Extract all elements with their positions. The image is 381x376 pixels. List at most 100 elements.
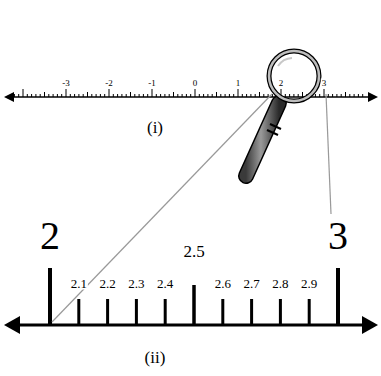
tick-label: 2.8 (271, 277, 289, 290)
tick-mark (61, 94, 62, 97)
tick-mark (160, 94, 161, 97)
tick-mark (96, 94, 97, 97)
number-line-top (4, 89, 378, 102)
minor-tick (279, 299, 282, 325)
tick-mark (242, 94, 243, 97)
tick-mark (203, 94, 204, 97)
tick-mark (57, 94, 58, 97)
tick-mark (152, 89, 153, 97)
tick-mark (250, 94, 251, 97)
tick-mark (298, 94, 299, 97)
tick-label: 2.7 (242, 277, 260, 290)
tick-mark (285, 94, 286, 97)
half-tick (192, 285, 196, 325)
tick-mark (134, 94, 135, 97)
tick-mark (126, 94, 127, 97)
tick-label: 3 (321, 79, 328, 88)
tick-label: -1 (147, 79, 157, 88)
tick-label: 2.9 (300, 277, 318, 290)
line-caption: (ii) (144, 349, 167, 366)
tick-label: 2.4 (156, 277, 174, 290)
tick-mark (66, 89, 67, 97)
tick-mark (332, 94, 333, 97)
tick-mark (164, 94, 165, 97)
tick-mark (31, 94, 32, 97)
tick-mark (18, 94, 19, 97)
tick-mark (212, 94, 213, 97)
tick-mark (87, 92, 88, 97)
tick-mark (268, 94, 269, 97)
tick-label: 2.6 (214, 277, 232, 290)
tick-mark (143, 94, 144, 97)
tick-mark (27, 94, 28, 97)
tick-mark (238, 89, 239, 97)
tick-mark (91, 94, 92, 97)
tick-mark (324, 89, 325, 97)
tick-label: 2.2 (98, 277, 116, 290)
tick-mark (173, 92, 174, 97)
tick-mark (225, 94, 226, 97)
tick-mark (255, 94, 256, 97)
tick-mark (130, 92, 131, 97)
tick-label: 1 (235, 79, 242, 88)
tick-mark (182, 94, 183, 97)
tick-mark (302, 92, 303, 97)
tick-mark (147, 94, 148, 97)
tick-mark (195, 89, 196, 97)
tick-mark (328, 94, 329, 97)
tick-label: 2.3 (127, 277, 145, 290)
tick-mark (233, 94, 234, 97)
tick-mark (100, 94, 101, 97)
tick-mark (319, 94, 320, 97)
tick-mark (83, 94, 84, 97)
minor-tick (308, 299, 311, 325)
tick-mark (44, 92, 45, 97)
tick-mark (70, 94, 71, 97)
tick-mark (113, 94, 114, 97)
tick-mark (177, 94, 178, 97)
tick-mark (293, 94, 294, 97)
tick-mark (263, 94, 264, 97)
tick-mark (78, 94, 79, 97)
tick-mark (216, 92, 217, 97)
tick-mark (336, 94, 337, 97)
tick-mark (354, 94, 355, 97)
tick-mark (14, 94, 15, 97)
tick-mark (229, 94, 230, 97)
tick-mark (220, 94, 221, 97)
minor-tick (221, 299, 224, 325)
tick-label: 2.5 (182, 243, 205, 260)
number-line-zoomed (4, 268, 378, 334)
tick-mark (345, 92, 346, 97)
zoom-guide-lines (52, 94, 331, 322)
tick-mark (117, 94, 118, 97)
tick-mark (48, 94, 49, 97)
tick-label: 2.1 (70, 277, 88, 290)
tick-mark (74, 94, 75, 97)
tick-mark (349, 94, 350, 97)
endpoint-label: 2 (39, 216, 61, 256)
major-tick (336, 268, 340, 325)
tick-mark (109, 89, 110, 97)
tick-mark (139, 94, 140, 97)
tick-mark (169, 94, 170, 97)
tick-mark (259, 92, 260, 97)
tick-mark (190, 94, 191, 97)
minor-tick (135, 299, 138, 325)
endpoint-label: 3 (327, 216, 349, 256)
tick-mark (199, 94, 200, 97)
line-caption: (i) (146, 119, 164, 136)
major-tick (48, 268, 52, 325)
tick-label: -2 (104, 79, 114, 88)
tick-mark (341, 94, 342, 97)
tick-mark (53, 94, 54, 97)
tick-mark (23, 89, 24, 97)
tick-mark (186, 94, 187, 97)
tick-mark (289, 94, 290, 97)
magnifying-glass (246, 51, 319, 176)
tick-mark (121, 94, 122, 97)
minor-tick (164, 299, 167, 325)
tick-mark (362, 94, 363, 97)
tick-label: 2 (278, 79, 285, 88)
